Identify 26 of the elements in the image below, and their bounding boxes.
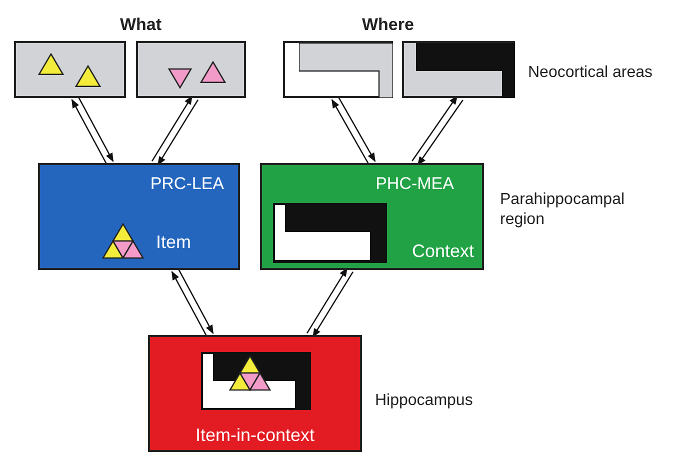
neocortical-area-box — [14, 41, 126, 98]
arrow — [312, 272, 354, 338]
column-heading: Where — [362, 14, 414, 36]
region-title: PRC-LEA — [150, 173, 224, 194]
arrow — [157, 100, 199, 166]
region-label: Item — [156, 231, 192, 254]
arrow — [71, 98, 108, 165]
level-label: Neocortical areas — [528, 63, 652, 83]
arrow — [178, 268, 214, 334]
column-heading: What — [120, 14, 162, 36]
arrow — [337, 96, 376, 162]
arrow — [331, 98, 370, 166]
neocortical-area-box — [283, 41, 393, 98]
level-label: Hippocampus — [375, 391, 473, 411]
region-label: Item-in-context — [194, 424, 316, 446]
neocortical-area-box — [402, 41, 515, 98]
region-label: Context — [412, 240, 474, 262]
region-box — [148, 335, 362, 452]
region-box — [260, 163, 484, 270]
arrow — [171, 270, 208, 337]
arrow — [417, 100, 464, 166]
level-label: Parahippocampal region — [500, 190, 626, 230]
arrow — [78, 96, 114, 162]
region-box — [38, 163, 240, 270]
neocortical-area-box — [136, 41, 246, 98]
region-title: PHC-MEA — [376, 173, 454, 194]
